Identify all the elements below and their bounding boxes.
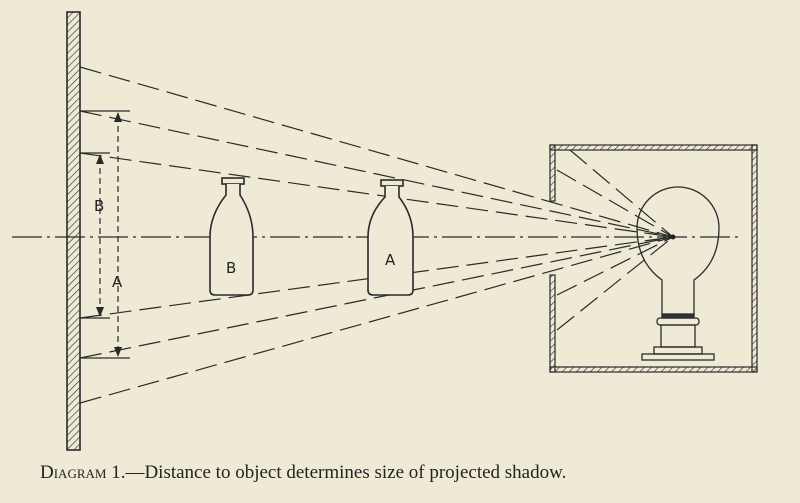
bottle-b: [209, 177, 254, 296]
bottle-b-label: B: [226, 259, 236, 277]
bottle-a-label: A: [385, 251, 396, 269]
light-focal-point: [670, 234, 676, 240]
caption-text: —Distance to object determines size of p…: [125, 462, 567, 483]
shadow-b-label: B: [94, 197, 104, 215]
bottle-a: [367, 179, 414, 296]
dimension-arrows: [99, 116, 119, 353]
dimension-ticks: [80, 110, 130, 359]
light-rays: [79, 66, 674, 404]
shadow-a-label: A: [112, 273, 123, 291]
wall: [66, 11, 81, 451]
light-bulb: [636, 186, 720, 361]
figure-caption: Diagram 1.—Distance to object determines…: [40, 462, 566, 484]
lamp-box: [549, 144, 758, 373]
caption-prefix: Diagram 1.: [40, 462, 126, 483]
